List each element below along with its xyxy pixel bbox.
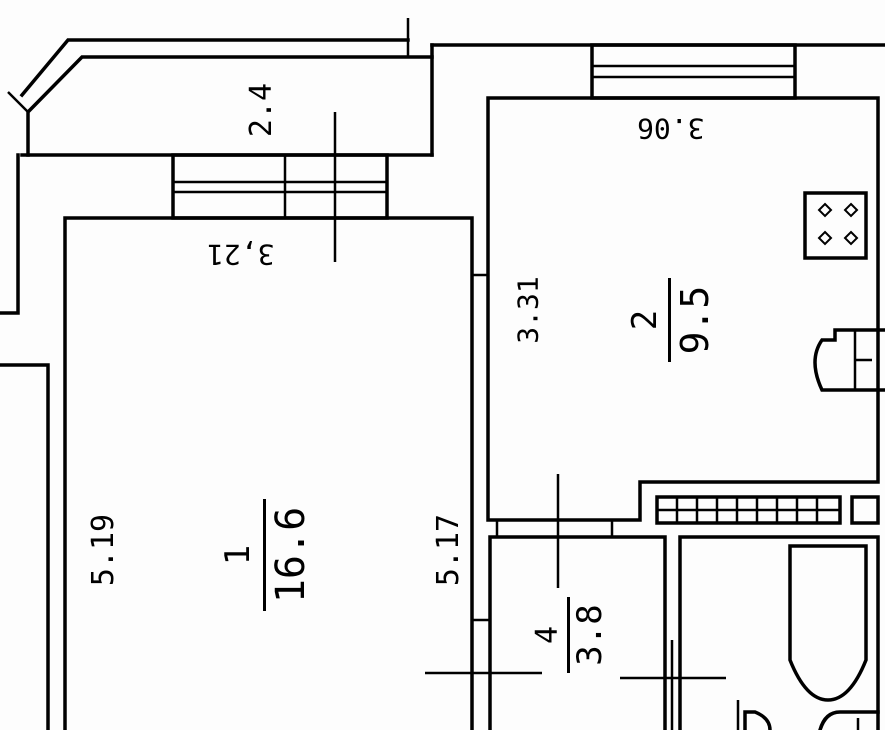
room-4-number: 4 [530, 625, 565, 645]
room-right-length-dimension: 5.17 [431, 513, 467, 587]
kitchen-walls [486, 96, 880, 522]
stove-icon [803, 191, 868, 260]
room-4-area: 3.8 [570, 604, 610, 666]
hallway-walls [472, 520, 667, 730]
room-1-divider [263, 499, 266, 611]
toilet-icon [736, 700, 880, 730]
room-left-length-dimension: 5.19 [86, 513, 122, 587]
cabinet-row [655, 495, 880, 525]
room-1-number: 1 [218, 544, 258, 566]
balcony-outline [7, 18, 434, 157]
sink-icon [813, 328, 885, 392]
left-wall [0, 153, 20, 315]
room-2-number: 2 [625, 309, 665, 331]
kitchen-depth-dimension: 3.31 [511, 276, 545, 344]
room-2-area: 9.5 [673, 285, 717, 355]
balcony-area-label: 2.4 [244, 82, 280, 138]
bathtub-icon [788, 544, 868, 702]
room-2-divider [668, 278, 671, 362]
kitchen-width-dimension: 3.06 [637, 112, 705, 145]
room-1-label: 1 16.6 [213, 485, 323, 625]
room-window [171, 153, 389, 220]
room-4-label: 4 3.8 [527, 585, 617, 685]
kitchen-window [590, 43, 797, 100]
room-width-dimension: 3,21 [207, 238, 275, 271]
left-neighbor-wall [0, 363, 50, 730]
room-1-walls [63, 216, 474, 730]
room-1-area: 16.6 [268, 506, 314, 604]
room-2-label: 2 9.5 [620, 260, 720, 380]
bathroom-walls [678, 535, 880, 730]
